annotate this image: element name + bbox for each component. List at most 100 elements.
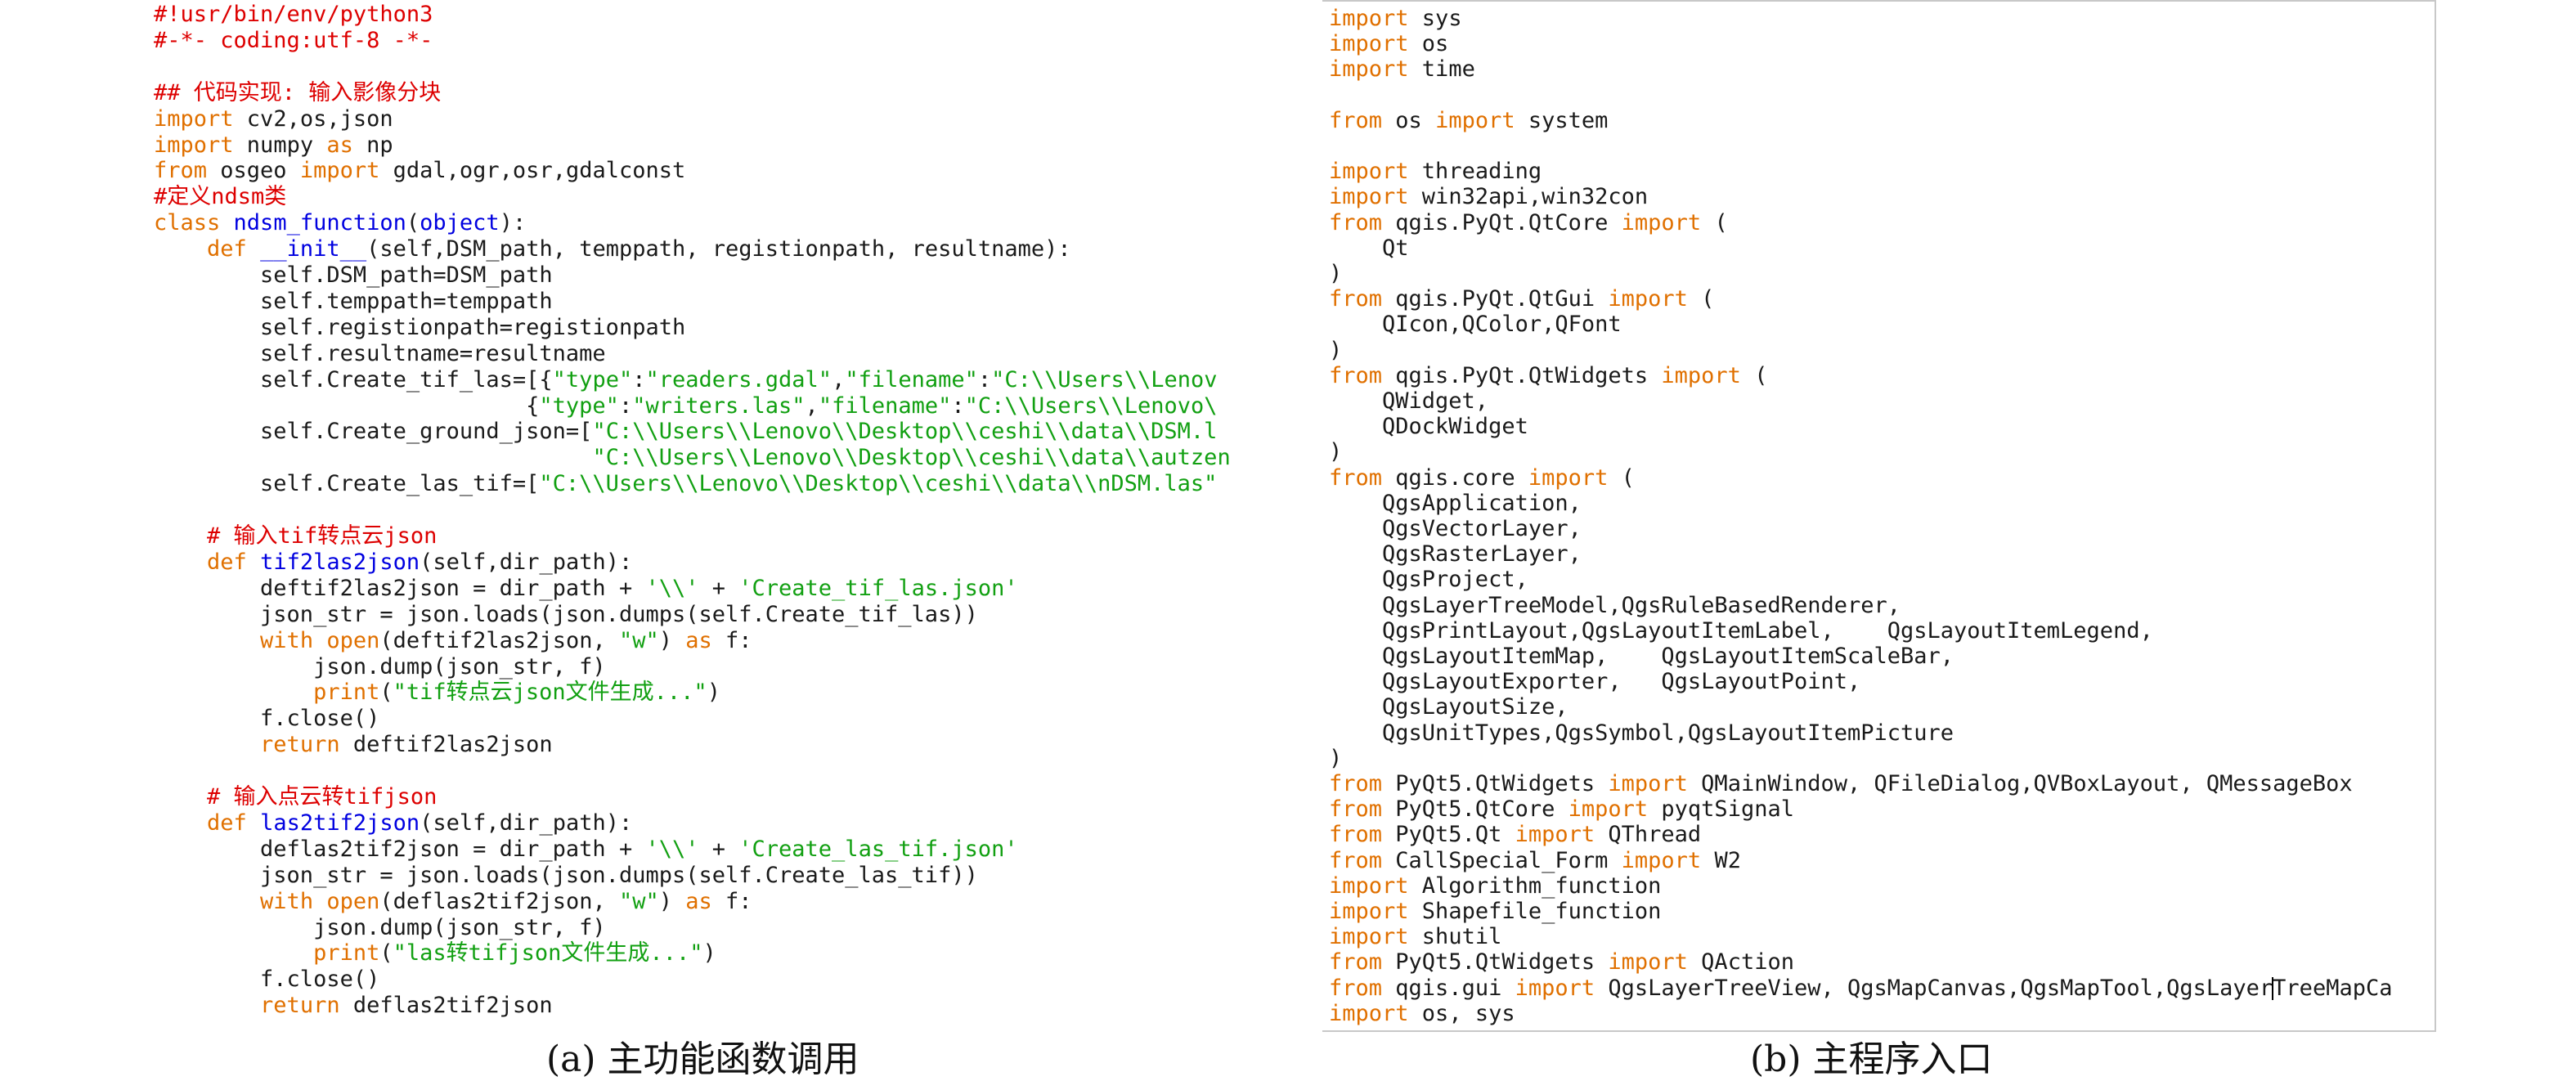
code-line[interactable]: Qt <box>1329 235 1409 261</box>
code-line[interactable]: with open(deftif2las2json, "w") as f: <box>154 628 752 653</box>
code-line[interactable]: f.close() <box>154 967 379 992</box>
code-line[interactable]: import sys <box>1329 6 1462 31</box>
code-line[interactable]: json_str = json.loads(json.dumps(self.Cr… <box>154 602 978 627</box>
code-line[interactable]: from qgis.PyQt.QtWidgets import ( <box>1329 363 1767 388</box>
code-line[interactable]: QgsUnitTypes,QgsSymbol,QgsLayoutItemPict… <box>1329 720 1954 746</box>
code-line[interactable]: from PyQt5.QtWidgets import QMainWindow,… <box>1329 771 2353 796</box>
code-line[interactable]: import Algorithm_function <box>1329 873 1661 899</box>
code-text: self.Create_tif_las=[{ <box>154 366 553 392</box>
code-line[interactable]: def tif2las2json(self,dir_path): <box>154 549 632 575</box>
code-line[interactable]: QWidget, <box>1329 388 1488 414</box>
code-line[interactable]: import cv2,os,json <box>154 106 393 132</box>
code-line[interactable]: import win32api,win32con <box>1329 184 1648 209</box>
code-line[interactable]: QgsVectorLayer, <box>1329 516 1582 541</box>
code-line[interactable]: QIcon,QColor,QFont <box>1329 312 1622 337</box>
code-line[interactable]: QgsLayoutItemMap, QgsLayoutItemScaleBar, <box>1329 644 1954 669</box>
code-line[interactable]: from qgis.PyQt.QtGui import ( <box>1329 286 1714 312</box>
code-line[interactable]: def las2tif2json(self,dir_path): <box>154 810 632 836</box>
code-line[interactable]: ) <box>1329 439 1342 464</box>
code-line[interactable]: QgsLayerTreeModel,QgsRuleBasedRenderer, <box>1329 593 1901 618</box>
code-line[interactable]: print("tif转点云json文件生成...") <box>154 680 720 705</box>
code-line[interactable]: from PyQt5.QtWidgets import QAction <box>1329 949 1794 975</box>
code-line[interactable]: from PyQt5.QtCore import pyqtSignal <box>1329 796 1794 822</box>
code-line[interactable]: import threading <box>1329 159 1542 184</box>
code-text: self.resultname=resultname <box>154 340 606 366</box>
code-line[interactable]: json_str = json.loads(json.dumps(self.Cr… <box>154 863 978 888</box>
code-line[interactable]: from qgis.core import ( <box>1329 465 1635 491</box>
code-text: Qt <box>1329 235 1409 261</box>
code-line[interactable]: ) <box>1329 746 1342 771</box>
code-line[interactable]: self.resultname=resultname <box>154 341 606 366</box>
code-line[interactable]: def __init__(self,DSM_path, temppath, re… <box>154 236 1071 262</box>
code-line[interactable]: from PyQt5.Qt import QThread <box>1329 822 1701 847</box>
code-line[interactable]: #定义ndsm类 <box>154 184 286 209</box>
code-line[interactable]: return deftif2las2json <box>154 732 553 757</box>
keyword-token: def <box>207 236 247 262</box>
code-line[interactable]: QgsLayoutExporter, QgsLayoutPoint, <box>1329 669 1860 694</box>
keyword-token: import <box>1329 184 1409 210</box>
code-line[interactable]: deftif2las2json = dir_path + '\\' + 'Cre… <box>154 576 1018 601</box>
code-line[interactable]: {"type":"writers.las","filename":"C:\\Us… <box>154 392 1217 419</box>
code-text: ) <box>1329 745 1343 771</box>
code-line[interactable]: "C:\\Users\\Lenovo\\Desktop\\ceshi\\data… <box>154 445 1231 471</box>
code-line[interactable]: class ndsm_function(object): <box>154 210 526 235</box>
code-line[interactable]: self.registionpath=registionpath <box>154 315 685 340</box>
code-text: deftif2las2json <box>339 732 553 758</box>
comment-token: #!usr/bin/env/python3 <box>154 2 433 27</box>
code-line[interactable]: #-*- coding:utf-8 -*- <box>154 28 433 53</box>
keyword-token: print <box>313 680 380 706</box>
keyword-token: with <box>260 627 314 653</box>
code-line[interactable]: from CallSpecial_Form import W2 <box>1329 848 1741 873</box>
code-line[interactable]: self.temppath=temppath <box>154 289 553 314</box>
code-line[interactable]: self.Create_ground_json=["C:\\Users\\Len… <box>154 419 1217 444</box>
code-line[interactable]: # 输入tif转点云json <box>154 523 437 549</box>
code-text <box>154 993 260 1018</box>
string-token: '\\' <box>645 836 699 862</box>
keyword-token: import <box>1329 872 1409 899</box>
code-line[interactable]: #!usr/bin/env/python3 <box>154 2 433 27</box>
code-text: pyqtSignal <box>1648 796 1794 823</box>
code-line[interactable]: ) <box>1329 338 1342 363</box>
code-text: threading <box>1408 159 1542 185</box>
code-line[interactable]: ## 代码实现: 输入影像分块 <box>154 80 441 105</box>
code-line[interactable]: from qgis.PyQt.QtCore import ( <box>1329 210 1728 235</box>
code-line[interactable]: from osgeo import gdal,ogr,osr,gdalconst <box>154 158 685 183</box>
keyword-token: import <box>1329 899 1409 924</box>
code-line[interactable]: ) <box>1329 261 1342 286</box>
code-line[interactable]: from qgis.gui import QgsLayerTreeView, Q… <box>1329 976 2392 1001</box>
string-token: "C:\\Users\\Lenovo\\Desktop\\ceshi\\data… <box>592 445 1231 471</box>
string-token: "type" <box>539 392 619 419</box>
code-line[interactable]: with open(deflas2tif2json, "w") as f: <box>154 889 752 914</box>
code-line[interactable]: self.DSM_path=DSM_path <box>154 262 553 288</box>
code-line[interactable]: f.close() <box>154 706 379 731</box>
code-line[interactable]: QgsProject, <box>1329 567 1528 592</box>
keyword-token: open <box>326 627 380 653</box>
code-line[interactable]: return deflas2tif2json <box>154 993 553 1018</box>
code-line[interactable]: import time <box>1329 56 1475 82</box>
code-line[interactable]: json.dump(json_str, f) <box>154 915 606 940</box>
code-line[interactable]: import shutil <box>1329 924 1501 949</box>
code-line[interactable]: print("las转tifjson文件生成...") <box>154 940 716 966</box>
code-text: qgis.core <box>1382 464 1528 491</box>
code-line[interactable]: QgsPrintLayout,QgsLayoutItemLabel, QgsLa… <box>1329 618 2153 644</box>
code-line[interactable]: self.Create_tif_las=[{"type":"readers.gd… <box>154 366 1217 392</box>
code-editor-main-functions[interactable]: #!usr/bin/env/python3#-*- coding:utf-8 -… <box>154 0 1290 1032</box>
code-line[interactable]: QgsLayoutSize, <box>1329 694 1568 720</box>
code-line[interactable]: import os <box>1329 31 1448 56</box>
code-line[interactable]: self.Create_las_tif=["C:\\Users\\Lenovo\… <box>154 471 1217 496</box>
code-line[interactable]: deflas2tif2json = dir_path + '\\' + 'Cre… <box>154 837 1018 862</box>
code-line[interactable]: json.dump(json_str, f) <box>154 654 606 680</box>
code-line[interactable]: # 输入点云转tifjson <box>154 784 437 810</box>
code-line[interactable]: from os import system <box>1329 108 1608 133</box>
code-text: json_str = json.loads(json.dumps(self.Cr… <box>154 601 978 627</box>
code-line[interactable]: QgsRasterLayer, <box>1329 541 1582 567</box>
string-token: "C:\\Users\\Lenovo\\Desktop\\ceshi\\data… <box>539 471 1218 497</box>
code-line[interactable]: QgsApplication, <box>1329 491 1582 516</box>
code-line[interactable]: import os, sys <box>1329 1001 1515 1026</box>
code-line[interactable]: import numpy as np <box>154 132 393 158</box>
code-text <box>154 236 207 262</box>
definition-token: tif2las2json <box>260 549 420 575</box>
code-line[interactable]: import Shapefile_function <box>1329 899 1661 924</box>
code-line[interactable]: QDockWidget <box>1329 414 1528 439</box>
